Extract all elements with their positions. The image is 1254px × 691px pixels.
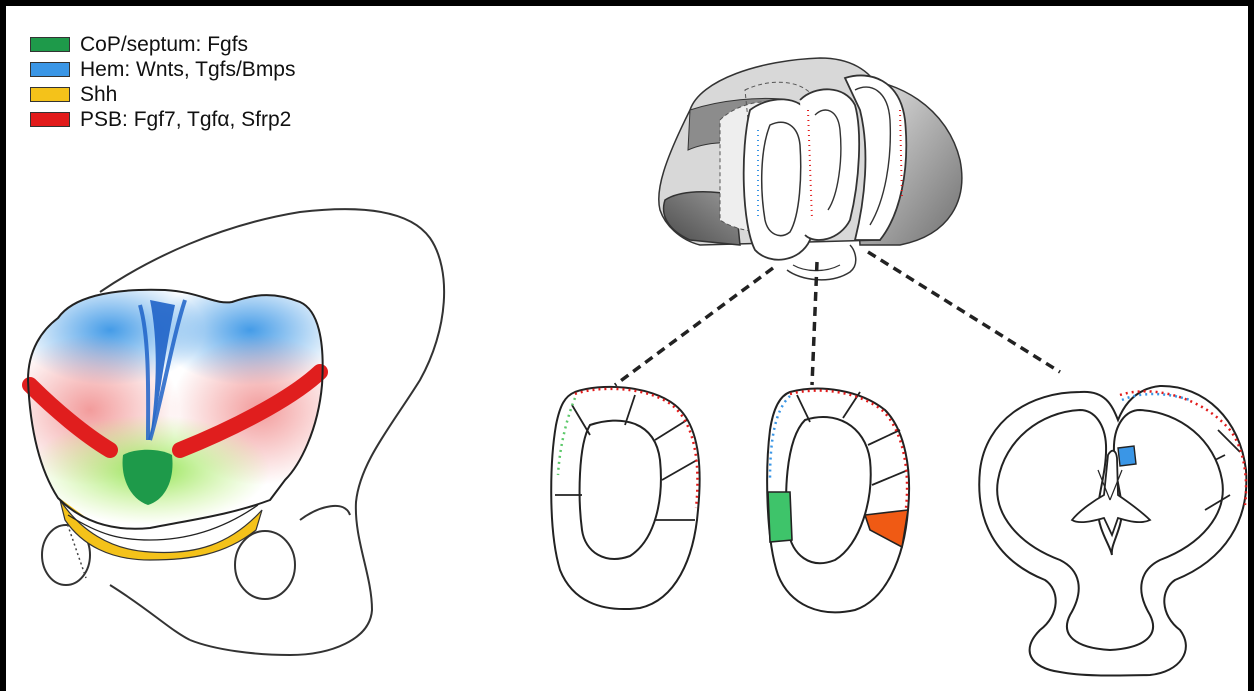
section-middle: [767, 389, 909, 613]
slice-middle: [800, 89, 859, 240]
section-posterior: [979, 386, 1246, 676]
copseptum-section: [768, 492, 792, 542]
connector-posterior: [868, 252, 1060, 372]
neck-outline: [300, 506, 350, 520]
section-anterior: [551, 387, 699, 609]
connector-middle: [812, 262, 817, 385]
telencephalon: [0, 275, 350, 560]
hem-section: [1118, 446, 1136, 466]
eye-right: [235, 531, 295, 599]
brain-3d: [659, 58, 962, 280]
connector-anterior: [615, 268, 773, 385]
jaw-outline: [110, 585, 190, 640]
